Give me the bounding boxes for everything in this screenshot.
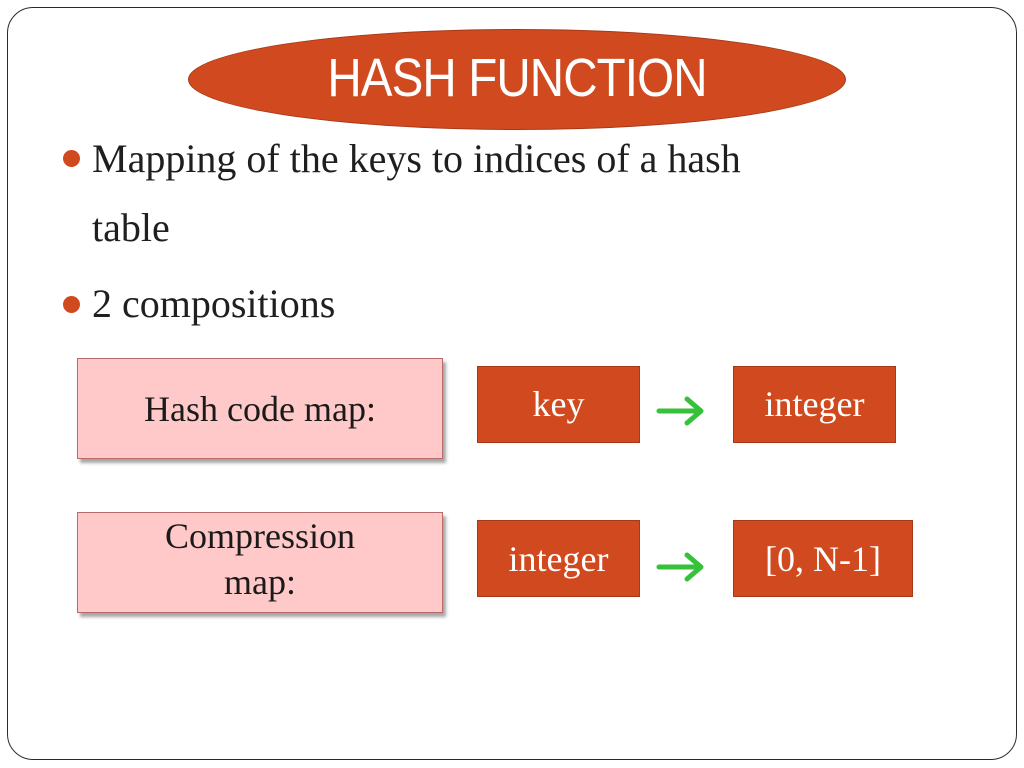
key-box: key xyxy=(477,366,640,443)
bullet-dot-icon xyxy=(63,296,80,313)
range-box-text: [0, N-1] xyxy=(765,538,881,579)
bullet-dot-icon xyxy=(63,150,80,167)
slide-title: HASH FUNCTION xyxy=(327,48,707,108)
right-arrow-icon xyxy=(656,552,704,582)
right-arrow-icon xyxy=(656,396,704,426)
range-box: [0, N-1] xyxy=(733,520,913,597)
integer-box: integer xyxy=(733,366,896,443)
bullet-2-line-1: 2 compositions xyxy=(92,281,336,326)
integer-box-text: integer xyxy=(764,384,865,424)
title-ellipse xyxy=(188,29,846,130)
integer-input-box: integer xyxy=(477,520,640,597)
hash-code-map-text: Hash code map: xyxy=(144,388,376,429)
bullet-1-line-1: Mapping of the keys to indices of a hash xyxy=(92,136,741,181)
compression-map-text-line-2: map: xyxy=(224,561,296,602)
bullet-1-line-2: table xyxy=(92,205,170,250)
integer-input-box-text: integer xyxy=(508,538,609,579)
compression-map-text-line-1: Compression xyxy=(164,515,355,556)
key-box-text: key xyxy=(532,384,585,424)
compression-map-label: Compression map: xyxy=(77,512,443,613)
hash-code-map-label: Hash code map: xyxy=(77,358,443,459)
